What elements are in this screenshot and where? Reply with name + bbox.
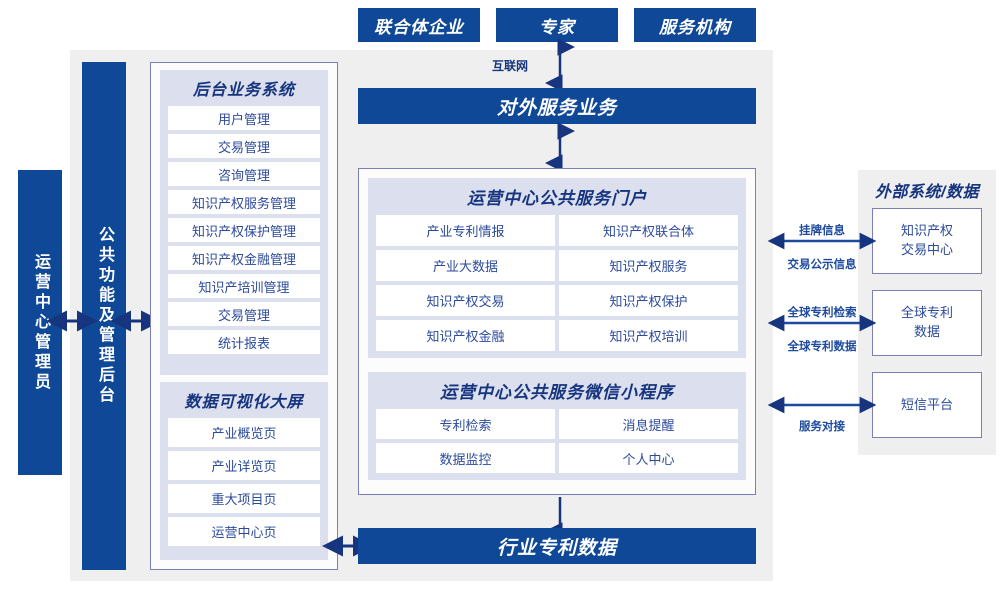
list-item[interactable]: 产业大数据 bbox=[376, 250, 555, 281]
external-box-global-patent-data[interactable]: 全球专利 数据 bbox=[872, 290, 982, 356]
external-box-text: 全球专利 数据 bbox=[901, 304, 953, 342]
list-item[interactable]: 知识产权金融管理 bbox=[168, 246, 320, 270]
list-item[interactable]: 数据监控 bbox=[376, 443, 555, 473]
actor-label: 专家 bbox=[539, 17, 575, 37]
list-item[interactable]: 知识产培训管理 bbox=[168, 274, 320, 298]
arrow-to-global-patent-data bbox=[767, 314, 877, 332]
list-item[interactable]: 咨询管理 bbox=[168, 162, 320, 186]
portal-item-grid: 产业专利情报 知识产权联合体 产业大数据 知识产权服务 知识产权交易 知识产权保… bbox=[376, 215, 738, 351]
list-item[interactable]: 知识产权金融 bbox=[376, 320, 555, 351]
external-box-line1: 知识产权 bbox=[900, 223, 953, 239]
arrow-service-to-portal bbox=[545, 122, 575, 172]
list-item[interactable]: 重大项目页 bbox=[168, 484, 320, 513]
role-column-operation-admin: 运营中心管理员 bbox=[18, 170, 62, 475]
group-backend-business-system: 后台业务系统 用户管理 交易管理 咨询管理 知识产权服务管理 知识产权保护管理 … bbox=[160, 70, 328, 375]
list-item[interactable]: 产业详览页 bbox=[168, 451, 320, 480]
list-item[interactable]: 知识产权服务管理 bbox=[168, 190, 320, 214]
arrow-internet-vertical bbox=[545, 38, 575, 92]
list-item[interactable]: 消息提醒 bbox=[559, 409, 738, 439]
external-service-label: 对外服务业务 bbox=[496, 97, 617, 119]
actor-box-alliance-enterprise: 联合体企业 bbox=[358, 8, 480, 42]
group-data-visualization: 数据可视化大屏 产业概览页 产业详览页 重大项目页 运营中心页 bbox=[160, 382, 328, 560]
list-item[interactable]: 知识产权联合体 bbox=[559, 215, 738, 246]
arrow-label-global-patent-search: 全球专利检索 bbox=[787, 307, 857, 319]
list-item[interactable]: 运营中心页 bbox=[168, 517, 320, 546]
arrow-to-ip-trading-center bbox=[767, 232, 877, 250]
arrow-label-service-docking: 服务对接 bbox=[799, 421, 845, 433]
group-title: 数据可视化大屏 bbox=[184, 394, 304, 411]
industry-patent-data-bar: 行业专利数据 bbox=[358, 528, 756, 564]
backend-item-list: 用户管理 交易管理 咨询管理 知识产权服务管理 知识产权保护管理 知识产权金融管… bbox=[168, 106, 320, 354]
visualization-item-list: 产业概览页 产业详览页 重大项目页 运营中心页 bbox=[168, 418, 320, 546]
list-item[interactable]: 知识产权保护管理 bbox=[168, 218, 320, 242]
list-item[interactable]: 交易管理 bbox=[168, 134, 320, 158]
arrow-label-trade-disclosure: 交易公示信息 bbox=[787, 259, 857, 271]
arrow-visualization-to-industry-data bbox=[322, 535, 374, 557]
group-title: 运营中心公共服务微信小程序 bbox=[440, 383, 674, 402]
external-box-sms-platform[interactable]: 短信平台 bbox=[872, 372, 982, 438]
list-item[interactable]: 产业概览页 bbox=[168, 418, 320, 447]
group-title: 运营中心公共服务门户 bbox=[467, 189, 647, 208]
external-box-line1: 全球专利 bbox=[900, 305, 953, 321]
external-service-bar: 对外服务业务 bbox=[358, 88, 756, 124]
actor-label: 联合体企业 bbox=[374, 17, 464, 37]
actor-label: 服务机构 bbox=[659, 17, 731, 37]
group-wechat-miniprogram: 运营中心公共服务微信小程序 专利检索 消息提醒 数据监控 个人中心 bbox=[368, 372, 746, 480]
arrow-admin-to-backend bbox=[46, 310, 98, 332]
list-item[interactable]: 知识产权交易 bbox=[376, 285, 555, 316]
list-item[interactable]: 专利检索 bbox=[376, 409, 555, 439]
list-item[interactable]: 用户管理 bbox=[168, 106, 320, 130]
arrow-to-sms-platform bbox=[767, 396, 877, 414]
arrow-label-listing-info: 挂牌信息 bbox=[799, 225, 845, 237]
role-column-label: 运营中心管理员 bbox=[32, 252, 49, 393]
role-column-label: 公共功能及管理后台 bbox=[96, 226, 113, 406]
arrow-portal-to-industry-data bbox=[545, 495, 568, 540]
industry-data-label: 行业专利数据 bbox=[496, 537, 617, 559]
external-box-text: 知识产权 交易中心 bbox=[901, 222, 953, 260]
actor-box-expert: 专家 bbox=[496, 8, 618, 42]
list-item[interactable]: 统计报表 bbox=[168, 330, 320, 354]
list-item[interactable]: 知识产权培训 bbox=[559, 320, 738, 351]
group-public-service-portal: 运营中心公共服务门户 产业专利情报 知识产权联合体 产业大数据 知识产权服务 知… bbox=[368, 178, 746, 358]
list-item[interactable]: 知识产权保护 bbox=[559, 285, 738, 316]
internet-label: 互联网 bbox=[492, 59, 529, 73]
external-box-line2: 交易中心 bbox=[900, 242, 953, 257]
list-item[interactable]: 个人中心 bbox=[559, 443, 738, 473]
actor-box-service-agency: 服务机构 bbox=[634, 8, 756, 42]
external-box-line2: 数据 bbox=[913, 324, 940, 339]
arrow-backend-to-systems bbox=[110, 310, 162, 332]
external-systems-title: 外部系统/数据 bbox=[875, 184, 979, 201]
role-column-common-backend: 公共功能及管理后台 bbox=[82, 62, 126, 570]
external-box-text: 短信平台 bbox=[900, 396, 953, 412]
miniprogram-item-grid: 专利检索 消息提醒 数据监控 个人中心 bbox=[376, 409, 738, 473]
arrow-label-global-patent-data: 全球专利数据 bbox=[787, 341, 857, 353]
list-item[interactable]: 交易管理 bbox=[168, 302, 320, 326]
group-title: 后台业务系统 bbox=[192, 82, 295, 99]
list-item[interactable]: 产业专利情报 bbox=[376, 215, 555, 246]
external-box-ip-trading-center[interactable]: 知识产权 交易中心 bbox=[872, 208, 982, 274]
list-item[interactable]: 知识产权服务 bbox=[559, 250, 738, 281]
